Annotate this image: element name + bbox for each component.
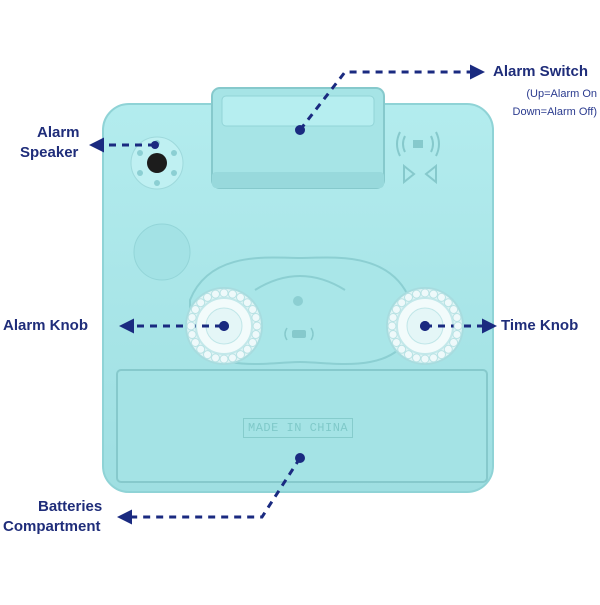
alarm-knob-label: Alarm Knob [3,317,89,334]
alarm-sound-icon [396,131,440,157]
alarm-switch-note-line1: (Up=Alarm On [526,88,597,100]
wave-icon [284,327,314,341]
speaker-icon [130,136,184,190]
bell-icon [403,163,437,185]
hanging-hole [133,223,191,281]
batteries-arrow [117,457,302,525]
alarm-switch-label: Alarm Switch [493,63,589,80]
batteries-label-line2: Compartment [3,518,101,535]
battery-compartment[interactable] [116,369,488,483]
made-in-label: MADE IN CHINA [243,418,354,438]
batteries-label-line1: Batteries [38,498,103,515]
alarm-speaker-label-line2: Speaker [20,144,79,161]
time-knob-label: Time Knob [501,317,579,334]
alarm-switch-note-line2: Down=Alarm Off) [512,106,597,118]
alarm-speaker-label-line1: Alarm [37,124,80,141]
